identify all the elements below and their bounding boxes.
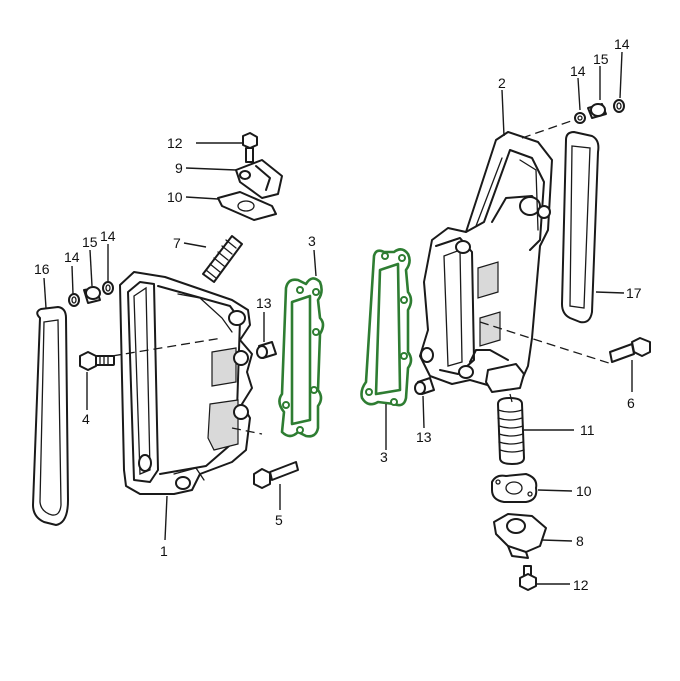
label-14-right-b: 14: [614, 36, 630, 52]
seal-ring-part-16: [32, 306, 69, 526]
label-7: 7: [173, 235, 181, 251]
label-16: 16: [34, 261, 50, 277]
flange-part-8: [493, 513, 547, 559]
seal-ring-part-17: [561, 131, 600, 324]
part-number-labels: 12 9 10 7 16 14 15 14 4 1 3 13 5 3 13 2 …: [34, 36, 642, 593]
label-10-left: 10: [167, 189, 183, 205]
assembly-centerlines: [111, 119, 613, 435]
bellows-part-7: [202, 235, 243, 283]
sleeve-part-13-left: [256, 341, 277, 359]
bolt-part-6: [609, 337, 651, 363]
plug-set-left: [68, 281, 114, 307]
label-13-right: 13: [416, 429, 432, 445]
label-14-left-b: 14: [100, 228, 116, 244]
cover-part-1: [119, 271, 253, 495]
label-14-right-a: 14: [570, 63, 586, 79]
gasket-part-3-right: [360, 248, 413, 407]
gasket-plate-part-10-left: [217, 191, 277, 221]
bolt-part-12-bottom: [519, 565, 537, 591]
label-12-bottom: 12: [573, 577, 589, 593]
leader-lines: [43, 51, 633, 585]
label-4: 4: [82, 411, 90, 427]
label-14-left-a: 14: [64, 249, 80, 265]
gasket-plate-part-10-right: [491, 473, 538, 503]
bolt-part-12-top: [242, 132, 258, 163]
label-15-left: 15: [82, 234, 98, 250]
label-10-right: 10: [576, 483, 592, 499]
label-1: 1: [160, 543, 168, 559]
cover-part-2: [419, 131, 553, 393]
label-6: 6: [627, 395, 635, 411]
label-5: 5: [275, 512, 283, 528]
sleeve-part-13-right: [414, 377, 435, 395]
label-8: 8: [576, 533, 584, 549]
label-12-top: 12: [167, 135, 183, 151]
bolt-part-5: [253, 461, 299, 489]
label-2: 2: [498, 75, 506, 91]
label-13-left: 13: [256, 295, 272, 311]
label-9: 9: [175, 160, 183, 176]
label-3-left: 3: [308, 233, 316, 249]
bellows-part-11: [497, 397, 525, 465]
label-15-right: 15: [593, 51, 609, 67]
plug-set-right: [574, 99, 625, 124]
label-11: 11: [580, 422, 595, 438]
label-17: 17: [626, 285, 642, 301]
gasket-part-3-left: [278, 277, 325, 438]
flange-part-9: [235, 159, 283, 199]
bolt-part-4: [79, 351, 115, 371]
label-3-right: 3: [380, 449, 388, 465]
